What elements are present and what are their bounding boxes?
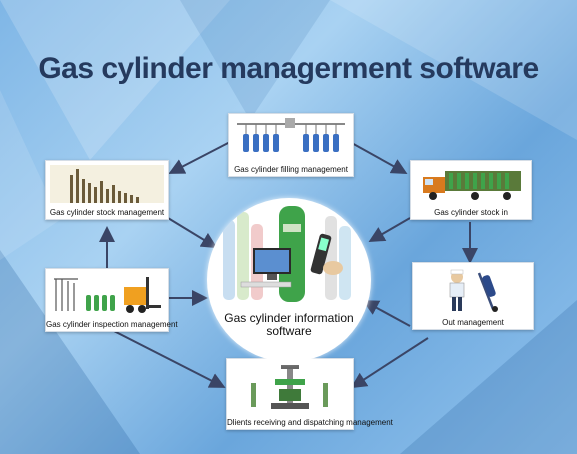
stock-chart-illustration [50,165,164,203]
node-stock-in: Gas cylinder stock in [410,160,532,220]
node-inspection-label: Gas cylinder inspection management [46,320,178,329]
arrow-out-to-hub [362,300,411,327]
node-filling-management: Gas cylinder filling management [228,113,354,177]
node-stock-in-label: Gas cylinder stock in [434,208,508,217]
node-filling-label: Gas cylinder filling management [234,165,348,174]
arrow-filling-to-stock-in [349,141,408,174]
arrow-out-to-clients [350,337,429,389]
hub-label: Gas cylinder information software [207,312,371,338]
arrow-filling-to-stock-management [168,141,231,174]
arrow-inspection-to-clients [111,329,226,388]
node-stock-management: Gas cylinder stock management [45,160,169,220]
dispatch-equipment-illustration [251,365,328,409]
hub-illustration [223,206,351,302]
filling-manifold-illustration [237,118,345,152]
diagram-title: Gas cylinder managerment software [38,52,539,85]
node-stock-management-label: Gas cylinder stock management [49,208,165,217]
worker-with-cart-illustration [449,269,498,312]
arrow-stock-management-to-hub [167,217,218,249]
hub-label-line2: software [266,324,312,338]
arrow-stock-in-to-hub [368,217,411,243]
truck-illustration [423,171,521,200]
node-clients-label: Dlients receiving and dispatching manage… [227,418,393,427]
hub-information-software: Gas cylinder information software [207,198,371,362]
node-out-label: Out management [442,318,504,327]
node-inspection-management: Gas cylinder inspection management [45,268,178,332]
hub-label-line1: Gas cylinder information [224,311,354,325]
node-clients-management: Dlients receiving and dispatching manage… [226,358,393,430]
node-out-management: Out management [412,262,534,330]
inspection-illustration [54,277,161,313]
